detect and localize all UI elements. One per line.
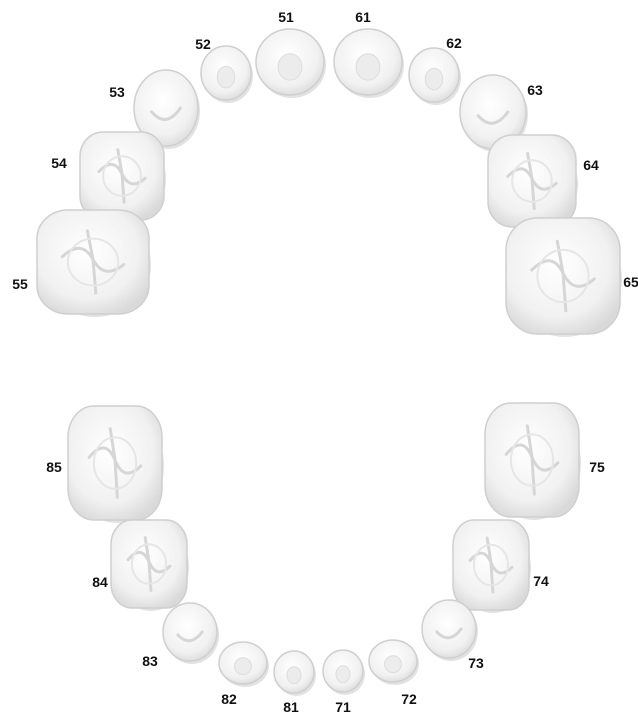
tooth-label-52: 52	[195, 37, 211, 51]
tooth-73	[422, 600, 478, 661]
tooth-72	[369, 640, 419, 685]
tooth-62	[409, 48, 461, 105]
tooth-61	[334, 29, 404, 98]
tooth-label-62: 62	[446, 36, 462, 50]
tooth-label-53: 53	[109, 85, 125, 99]
tooth-label-83: 83	[142, 654, 158, 668]
tooth-label-63: 63	[527, 83, 543, 97]
tooth-84	[111, 520, 189, 611]
tooth-55	[37, 210, 151, 317]
tooth-82	[219, 642, 269, 687]
tooth-85	[68, 406, 164, 523]
tooth-71	[323, 650, 365, 695]
tooth-label-54: 54	[51, 156, 67, 170]
tooth-75	[485, 403, 581, 520]
tooth-label-73: 73	[468, 656, 484, 670]
tooth-label-61: 61	[355, 10, 371, 24]
tooth-label-82: 82	[221, 692, 237, 706]
tooth-label-84: 84	[92, 575, 108, 589]
tooth-label-64: 64	[583, 158, 599, 172]
tooth-52	[201, 46, 253, 103]
tooth-label-65: 65	[623, 275, 638, 289]
tooth-label-51: 51	[278, 10, 294, 24]
tooth-label-85: 85	[46, 460, 62, 474]
tooth-label-75: 75	[589, 460, 605, 474]
tooth-74	[453, 520, 531, 613]
tooth-label-55: 55	[12, 277, 28, 291]
tooth-64	[488, 135, 578, 230]
tooth-65	[506, 218, 622, 337]
teeth-layer	[37, 29, 622, 696]
tooth-83	[163, 603, 219, 664]
tooth-51	[256, 29, 326, 98]
tooth-label-74: 74	[533, 574, 549, 588]
tooth-81	[274, 651, 316, 696]
tooth-label-72: 72	[401, 692, 417, 706]
